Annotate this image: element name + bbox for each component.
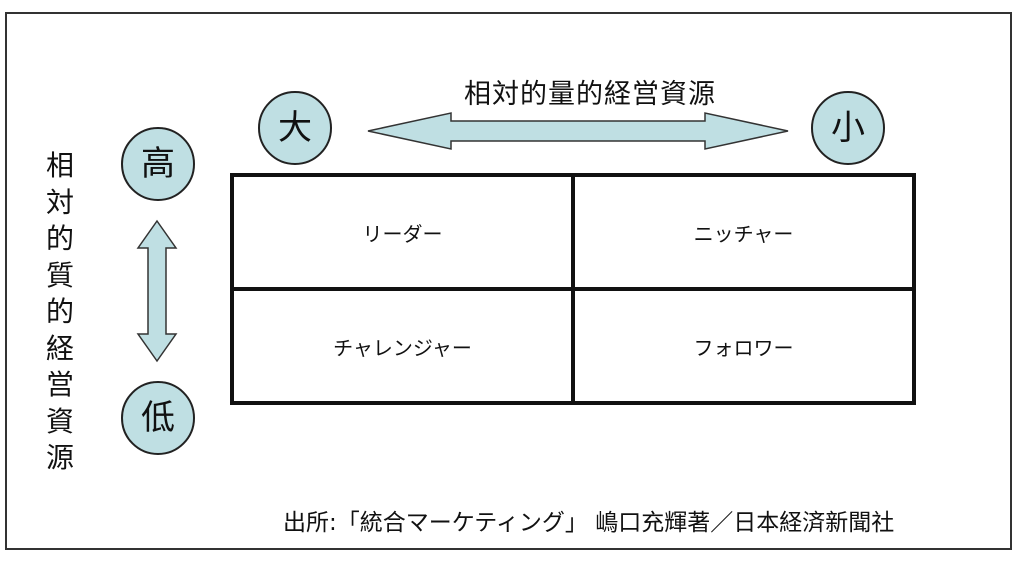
vertical-title-char: 質 bbox=[45, 258, 74, 292]
source-citation: 出所:「統合マーケティング」 嶋口充輝著／日本経済新聞社 bbox=[283, 510, 895, 536]
vertical-title-char: 対 bbox=[45, 185, 74, 219]
quadrant-label: ニッチャー bbox=[693, 221, 794, 246]
vertical-title-char: 相 bbox=[45, 149, 74, 182]
large-circle-label: 大 bbox=[258, 91, 332, 165]
diagram-frame bbox=[5, 12, 1012, 550]
quadrant-challenger: チャレンジャー bbox=[234, 289, 573, 401]
quadrant-follower: フォロワー bbox=[573, 289, 912, 401]
vertical-title-char: 経 bbox=[45, 331, 74, 365]
vertical-title-char: 的 bbox=[45, 295, 74, 328]
vertical-title-char: 的 bbox=[45, 222, 74, 255]
horizontal-axis-title: 相対的量的経営資源 bbox=[464, 79, 716, 110]
vertical-axis-title: 相 対 的 質 的 経 営 資 源 bbox=[43, 148, 77, 477]
vertical-double-arrow-icon bbox=[136, 219, 178, 363]
quadrant-grid: リーダー ニッチャー チャレンジャー フォロワー bbox=[230, 173, 916, 405]
high-circle-label: 高 bbox=[121, 127, 195, 201]
quadrant-leader: リーダー bbox=[234, 177, 573, 289]
vertical-title-char: 源 bbox=[45, 441, 74, 474]
horizontal-double-arrow-icon bbox=[367, 112, 789, 150]
quadrant-label: チャレンジャー bbox=[333, 335, 472, 360]
low-circle-label: 低 bbox=[121, 381, 195, 455]
quadrant-nicher: ニッチャー bbox=[573, 177, 912, 289]
quadrant-label: リーダー bbox=[362, 221, 443, 246]
quadrant-label: フォロワー bbox=[693, 335, 794, 360]
vertical-title-char: 営 bbox=[45, 368, 74, 401]
small-circle-label: 小 bbox=[811, 91, 885, 165]
vertical-title-char: 資 bbox=[45, 404, 74, 438]
